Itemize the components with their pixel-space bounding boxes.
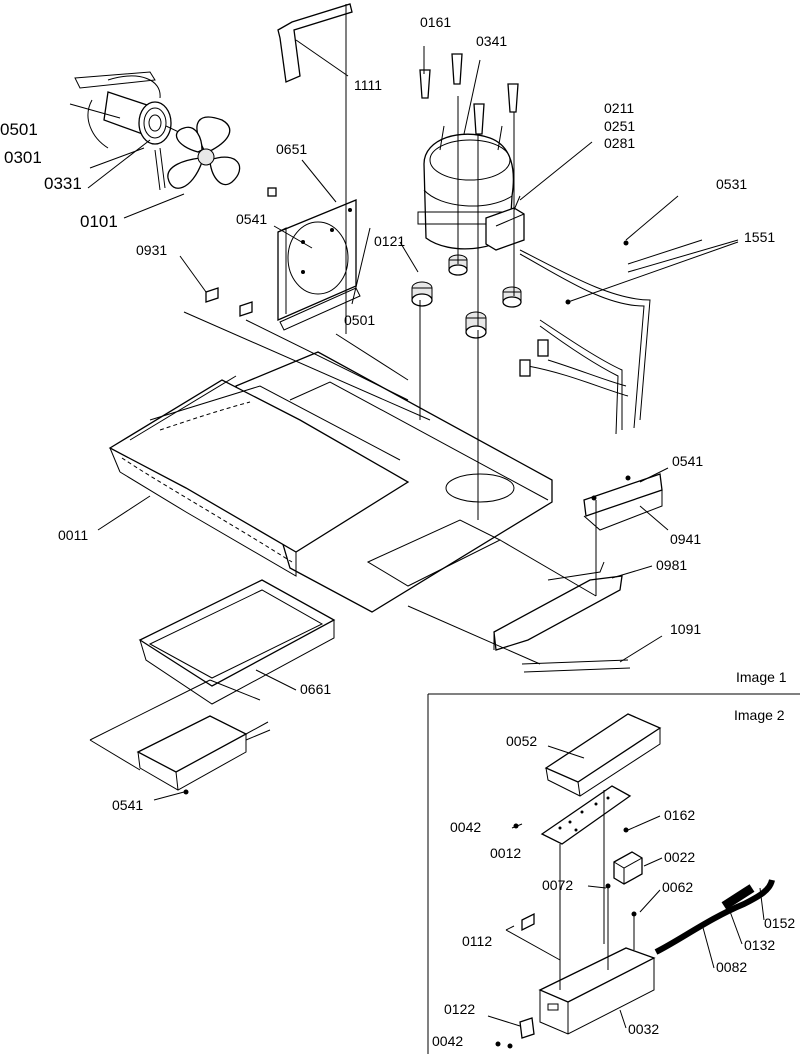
callout-0331: 0331 bbox=[44, 174, 82, 193]
callout-1091: 1091 bbox=[670, 621, 701, 637]
callout-1551: 1551 bbox=[744, 229, 775, 245]
callout-0082: 0082 bbox=[716, 959, 747, 975]
callout-0251: 0251 bbox=[604, 118, 635, 134]
callout-0162: 0162 bbox=[664, 807, 695, 823]
callout-0042: 0042 bbox=[450, 819, 481, 835]
callout-0301: 0301 bbox=[4, 148, 42, 167]
callout-0032: 0032 bbox=[628, 1021, 659, 1037]
callout-0042-lower: 0042 bbox=[432, 1033, 463, 1049]
control-relay bbox=[613, 851, 643, 885]
callout-0941: 0941 bbox=[670, 531, 701, 547]
callout-0161: 0161 bbox=[420, 14, 451, 30]
control-box bbox=[136, 715, 271, 795]
fan-shroud bbox=[277, 199, 361, 331]
control-enclosure bbox=[538, 947, 656, 1035]
callout-0651: 0651 bbox=[276, 141, 307, 157]
callout-0101: 0101 bbox=[80, 212, 118, 231]
condenser-coil bbox=[108, 375, 410, 577]
callout-0341: 0341 bbox=[476, 33, 507, 49]
callout-0661: 0661 bbox=[300, 681, 331, 697]
callout-0541-box: 0541 bbox=[112, 797, 143, 813]
mounting-brackets bbox=[493, 473, 663, 673]
callout-0531: 0531 bbox=[716, 176, 747, 192]
drain-pan bbox=[138, 579, 336, 705]
callout-0501: 0501 bbox=[0, 120, 38, 139]
callout-0011: 0011 bbox=[58, 527, 88, 543]
callout-1111: 1111 bbox=[354, 77, 382, 93]
power-cable bbox=[654, 879, 775, 955]
wiring-harness bbox=[519, 240, 651, 435]
image2-panel bbox=[427, 693, 800, 1054]
callout-labels: Image 1 Image 2 0501 0301 0331 0101 1111… bbox=[0, 14, 795, 1049]
compressor-mounting-hardware bbox=[411, 53, 522, 339]
leader-lines bbox=[69, 4, 739, 801]
callout-0541: 0541 bbox=[236, 211, 267, 227]
clips bbox=[205, 287, 253, 317]
callout-0062: 0062 bbox=[662, 879, 693, 895]
callout-0052: 0052 bbox=[506, 733, 537, 749]
callout-0112: 0112 bbox=[462, 933, 492, 949]
callout-0931: 0931 bbox=[136, 242, 167, 258]
image1-assembly bbox=[74, 3, 663, 795]
callout-0122: 0122 bbox=[444, 1001, 475, 1017]
callout-0132: 0132 bbox=[744, 937, 775, 953]
callout-0981: 0981 bbox=[656, 557, 687, 573]
callout-0152: 0152 bbox=[764, 915, 795, 931]
callout-0281: 0281 bbox=[604, 135, 635, 151]
callout-0022: 0022 bbox=[664, 849, 695, 865]
callout-0211: 0211 bbox=[604, 100, 634, 116]
fan-motor-bracket bbox=[74, 71, 166, 191]
control-board bbox=[540, 785, 632, 845]
image2-label: Image 2 bbox=[734, 707, 785, 723]
callout-0012: 0012 bbox=[490, 845, 521, 861]
drain-tube bbox=[277, 3, 353, 83]
control-cover bbox=[544, 713, 662, 797]
callout-0501-shroud: 0501 bbox=[344, 312, 375, 328]
fan-blade bbox=[167, 116, 241, 189]
callout-0121: 0121 bbox=[374, 233, 405, 249]
image1-label: Image 1 bbox=[736, 669, 787, 685]
callout-0072: 0072 bbox=[542, 877, 573, 893]
callout-0541-bracket: 0541 bbox=[672, 453, 703, 469]
